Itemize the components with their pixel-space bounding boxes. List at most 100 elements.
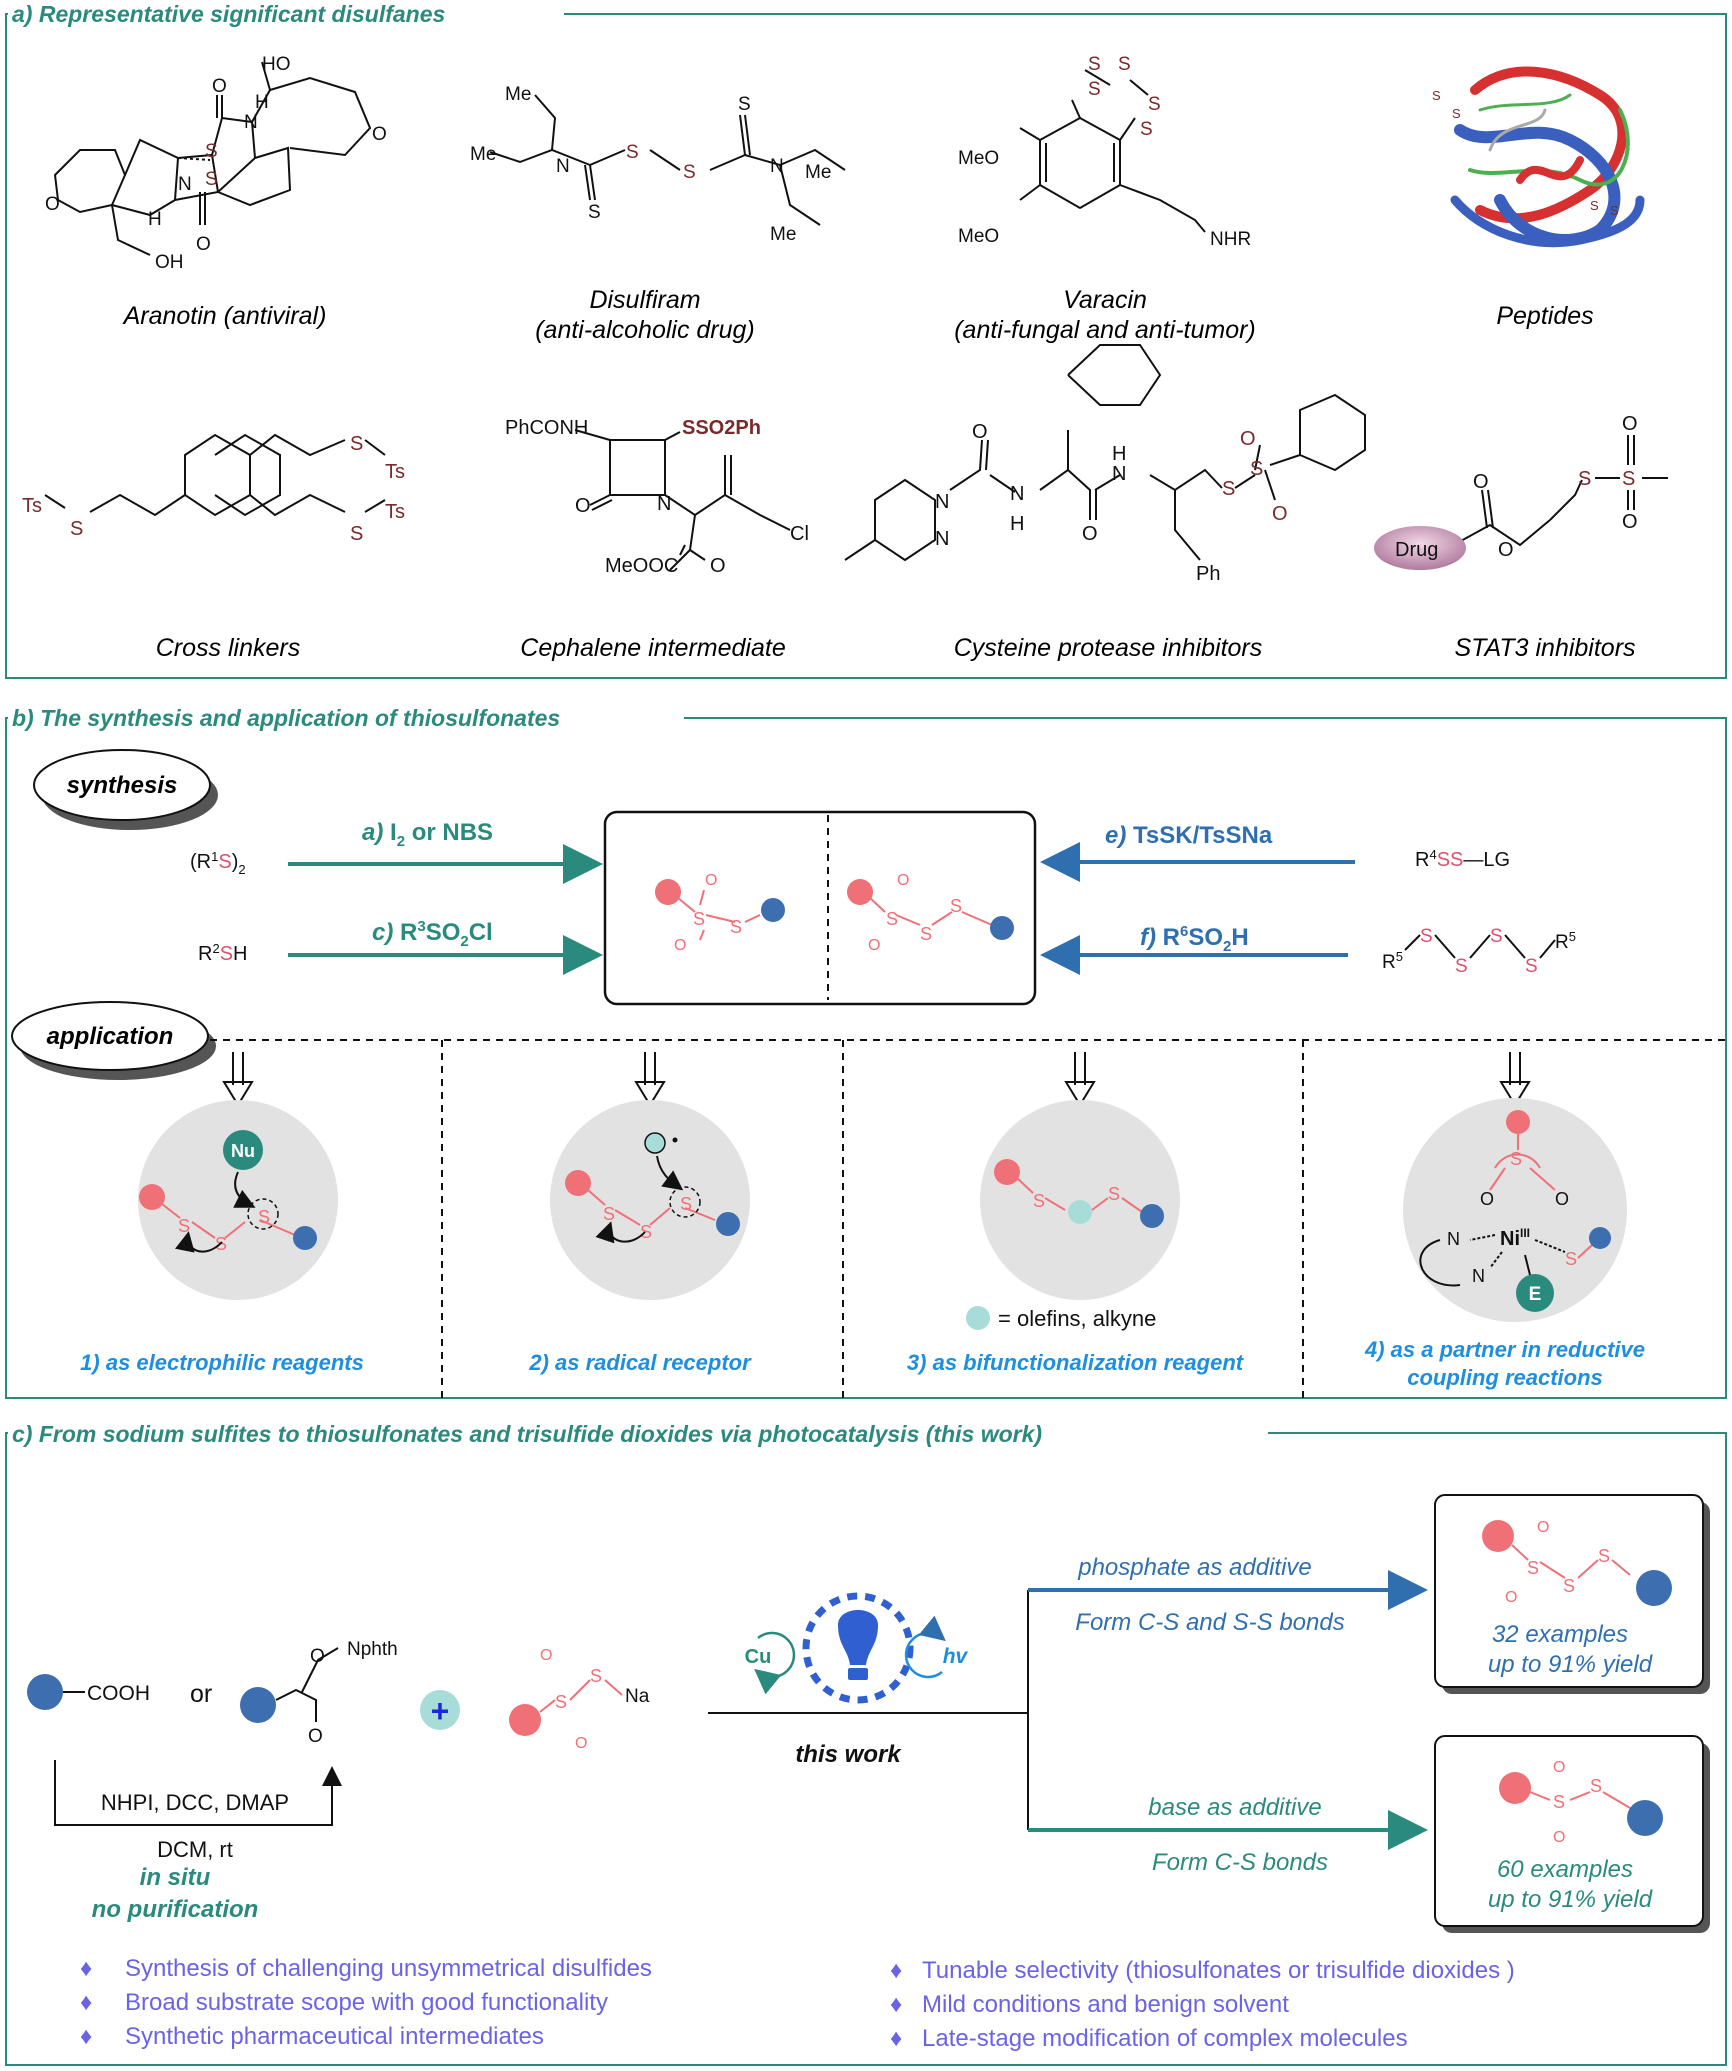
disulfiram-labels: Me Me N S S S S N Me Me — [470, 84, 831, 245]
svg-text:H: H — [148, 209, 162, 230]
svg-text:PhCONH: PhCONH — [505, 417, 588, 439]
svg-text:S: S — [178, 1216, 190, 1236]
svg-text:S: S — [738, 94, 751, 115]
section-b: b) The synthesis and application of thio… — [5, 704, 1727, 1399]
app-1-label: 1) as electrophilic reagents — [80, 1350, 364, 1375]
upper-bonds: Form C-S and S-S bonds — [1075, 1609, 1344, 1636]
svg-text:S: S — [1432, 88, 1441, 103]
svg-text:N: N — [1472, 1266, 1485, 1286]
or-label: or — [190, 1680, 212, 1708]
svg-text:S: S — [886, 909, 898, 929]
aranotin-structure — [53, 61, 372, 256]
svg-text:S: S — [1250, 458, 1263, 480]
svg-text:S: S — [1610, 203, 1619, 218]
svg-text:S: S — [350, 433, 363, 455]
svg-text:S: S — [1452, 106, 1461, 121]
varacin-structure — [1019, 69, 1206, 233]
svg-text:S: S — [1108, 1184, 1120, 1204]
bullet-left-3: Synthetic pharmaceutical intermediates — [125, 2023, 544, 2050]
sodium-thiosulfate-icon: S O O S Na — [509, 1647, 650, 1752]
svg-text:S: S — [1118, 54, 1131, 75]
svg-text:N: N — [178, 174, 192, 195]
app-2-label: 2) as radical receptor — [528, 1350, 752, 1375]
caption-stat3: STAT3 inhibitors — [1454, 634, 1635, 662]
svg-text:S: S — [1565, 1249, 1577, 1269]
svg-text:Me: Me — [770, 224, 796, 245]
svg-text:O: O — [868, 937, 880, 954]
svg-text:O: O — [1537, 1519, 1549, 1536]
cephalene-labels: PhCONH SSO2Ph O N O Cl MeOOC — [505, 417, 809, 577]
varacin-labels: S S S S S MeO MeO NHR — [958, 54, 1251, 250]
svg-text:S: S — [1088, 79, 1101, 100]
section-c: c) From sodium sulfites to thiosulfonate… — [5, 1420, 1727, 2066]
upper-product-icon: S O O S S — [1482, 1519, 1672, 1606]
down-arrows — [222, 1052, 1531, 1107]
svg-text:Nphth: Nphth — [347, 1639, 398, 1660]
this-work-label: this work — [795, 1741, 902, 1768]
section-a-title: a) Representative significant disulfanes — [12, 1, 445, 27]
reagent-disulfide: (R1S)2 — [190, 849, 246, 877]
svg-text:S: S — [1140, 119, 1153, 140]
in-situ-label: in situ — [140, 1864, 211, 1891]
svg-text:N: N — [1112, 463, 1126, 485]
conditions-reagents: NHPI, DCC, DMAP — [101, 1790, 289, 1815]
svg-text:S: S — [730, 917, 742, 937]
conditions-solvent: DCM, rt — [157, 1837, 233, 1862]
ester-substituent-dot — [240, 1687, 276, 1723]
bullets-left: ♦Synthesis of challenging unsymmetrical … — [80, 1955, 652, 2050]
svg-text:S: S — [920, 924, 932, 944]
svg-text:S: S — [1553, 1792, 1565, 1812]
svg-text:S: S — [1033, 1191, 1045, 1211]
svg-text:O: O — [674, 937, 686, 954]
reagent-tetrasulfide: R5 S S S S R5 — [1382, 926, 1576, 977]
arrow-f-label: f) R6SO2H — [1140, 923, 1249, 955]
svg-text:♦: ♦ — [80, 1955, 92, 1982]
svg-text:S: S — [1622, 468, 1635, 490]
aranotin-labels: HO H O N N S S H O O O OH — [45, 54, 387, 273]
no-purification-label: no purification — [92, 1896, 259, 1923]
svg-text:O: O — [897, 872, 909, 889]
svg-text:S: S — [1563, 1576, 1575, 1596]
svg-text:♦: ♦ — [80, 2023, 92, 2050]
svg-text:S: S — [590, 1666, 602, 1686]
svg-text:O: O — [310, 1646, 325, 1667]
peptide-ribbon-image — [1450, 66, 1645, 248]
reagent-r4ss-lg: R4SS—LG — [1415, 847, 1510, 871]
svg-text:Ts: Ts — [385, 501, 405, 523]
svg-text:SSO2Ph: SSO2Ph — [682, 417, 761, 439]
cysteine-protease-structure — [844, 344, 1366, 562]
svg-text:N: N — [935, 528, 949, 550]
svg-text:S: S — [1527, 1558, 1539, 1578]
svg-text:N: N — [935, 491, 949, 513]
svg-text:S: S — [950, 896, 962, 916]
svg-text:Ts: Ts — [385, 461, 405, 483]
app-electrophilic-diagram: Nu S S S — [138, 1100, 338, 1300]
svg-text:O: O — [540, 1647, 552, 1664]
svg-text:S: S — [205, 141, 218, 162]
lower-result-examples: 60 examples — [1497, 1856, 1633, 1883]
svg-text:Ts: Ts — [22, 495, 42, 517]
lower-product-icon: S O O S — [1499, 1759, 1663, 1846]
svg-text:O: O — [45, 194, 60, 215]
app-4-label-1: 4) as a partner in reductive — [1364, 1337, 1645, 1362]
synthesis-label: synthesis — [67, 772, 178, 799]
svg-text:Ph: Ph — [1196, 563, 1220, 585]
svg-text:O: O — [196, 234, 211, 255]
caption-cross-linkers: Cross linkers — [156, 634, 300, 662]
svg-text:E: E — [1529, 1284, 1542, 1305]
section-b-frame — [5, 717, 1727, 1399]
thiosulfonate-icon: S O O S — [655, 872, 785, 954]
svg-text:S: S — [350, 523, 363, 545]
svg-text:♦: ♦ — [890, 1957, 902, 1984]
svg-text:S: S — [680, 1194, 692, 1214]
svg-text:MeO: MeO — [958, 226, 999, 247]
lower-additive: base as additive — [1148, 1794, 1321, 1821]
app-3-label: 3) as bifunctionalization reagent — [907, 1350, 1245, 1375]
svg-text:S: S — [1510, 1149, 1522, 1169]
peptide-s-labels: S S S S — [1432, 88, 1619, 218]
svg-text:O: O — [1272, 503, 1288, 525]
svg-text:O: O — [372, 124, 387, 145]
section-a-frame — [5, 13, 1727, 679]
upper-result-examples: 32 examples — [1492, 1621, 1628, 1648]
cephalene-structure — [574, 429, 791, 571]
